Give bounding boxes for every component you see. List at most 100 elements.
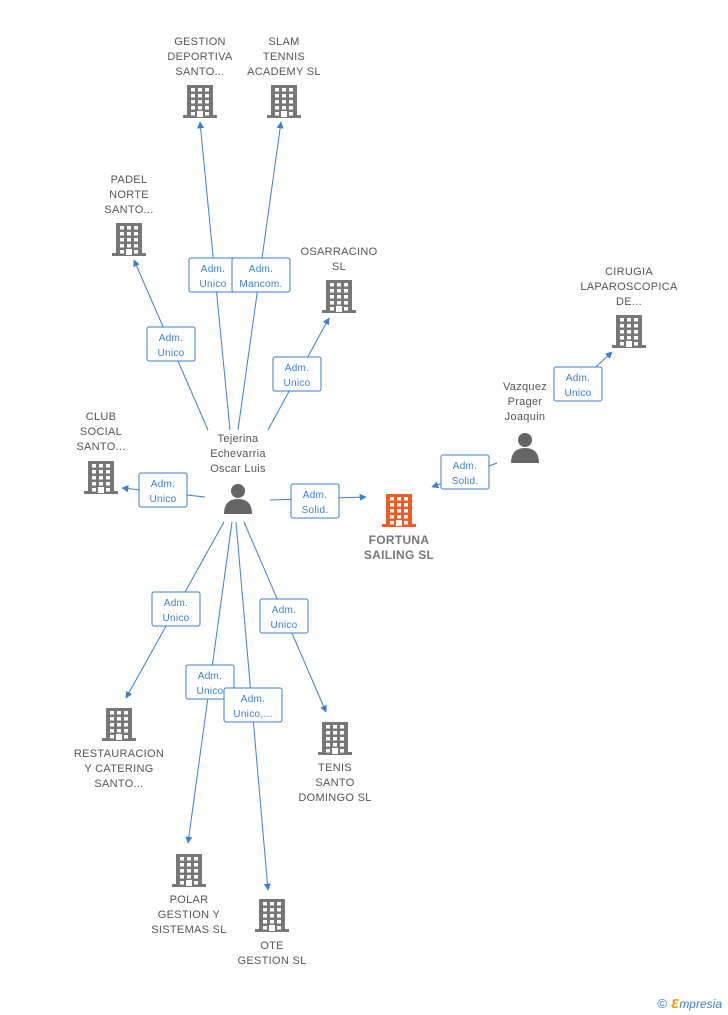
node-label: TENNIS: [263, 51, 305, 63]
node-label: Echevarria: [210, 448, 266, 460]
relation-label-tejerina-restauracion[interactable]: Adm. Unico: [151, 591, 201, 627]
relation-label-box: [138, 472, 188, 508]
node-slam_tennis[interactable]: SLAM TENNIS ACADEMY SL: [247, 36, 321, 118]
node-polar[interactable]: POLAR GESTION Y SISTEMAS SL: [151, 854, 226, 936]
node-label: Joaquin: [505, 411, 546, 423]
building-icon: [172, 854, 206, 887]
node-label: DOMINGO SL: [298, 792, 371, 804]
building-icon: [612, 315, 646, 348]
relation-label-tejerina-club_social[interactable]: Adm. Unico: [138, 472, 188, 508]
relation-label-text: Adm.: [566, 373, 591, 384]
node-label: SANTO...: [104, 204, 153, 216]
node-label: SAILING SL: [364, 548, 434, 562]
relation-label-text: Unico: [157, 348, 184, 359]
node-label: LAPAROSCOPICA: [580, 281, 678, 293]
relation-label-tejerina-osarracino[interactable]: Adm. Unico: [272, 356, 322, 392]
building-icon: [382, 494, 416, 527]
relation-label-vazquez-fortuna[interactable]: Adm.Solid.: [440, 454, 490, 490]
node-label: OSARRACINO: [301, 246, 378, 258]
node-gestion_deportiva[interactable]: GESTION DEPORTIVA SANTO...: [167, 36, 233, 118]
relation-label-text: Adm.: [201, 264, 226, 275]
building-icon: [102, 708, 136, 741]
relation-label-box: [146, 326, 196, 362]
relation-label-box: [259, 598, 309, 634]
node-label: Vazquez: [503, 381, 547, 393]
relation-label-tejerina-padel_norte[interactable]: Adm.Unico: [146, 326, 196, 362]
node-tenis[interactable]: TENIS SANTO DOMINGO SL: [298, 722, 371, 804]
relation-label-tejerina-ote[interactable]: Adm.Unico,...: [223, 687, 283, 723]
relation-label-tejerina-gestion_deportiva[interactable]: Adm. Unico: [188, 257, 238, 293]
node-cirugia[interactable]: CIRUGIALAPAROSCOPICADE...: [580, 266, 678, 348]
building-icon: [255, 899, 289, 932]
building-icon: [318, 722, 352, 755]
relation-label-text: Unico: [149, 494, 176, 505]
relation-label-text: Mancom.: [239, 279, 282, 290]
node-club_social[interactable]: CLUB SOCIAL SANTO...: [76, 411, 125, 494]
node-label: ACADEMY SL: [247, 66, 321, 78]
node-label: TENIS: [318, 762, 352, 774]
relation-label-box: [223, 687, 283, 723]
relation-label-text: Adm.: [303, 490, 328, 501]
node-label: DE...: [616, 296, 642, 308]
relation-label-text: Adm.: [151, 479, 176, 490]
relation-label-text: Solid.: [302, 505, 329, 516]
relation-label-text: Unico: [196, 686, 223, 697]
relation-label-box: [231, 257, 291, 293]
relation-label-text: Unico: [199, 279, 226, 290]
node-label: GESTION: [174, 36, 226, 48]
node-label: Y CATERING: [84, 763, 153, 775]
node-label: SL: [332, 261, 346, 273]
node-label: POLAR: [170, 894, 209, 906]
relation-label-text: Unico: [162, 613, 189, 624]
relation-label-text: Adm.: [164, 598, 189, 609]
relation-label-box: [151, 591, 201, 627]
building-icon: [267, 85, 301, 118]
relation-label-box: [290, 483, 340, 519]
relation-label-tejerina-fortuna[interactable]: Adm. Solid.: [290, 483, 340, 519]
relation-label-text: Adm.: [285, 363, 310, 374]
relation-label-box: [553, 366, 603, 402]
person-icon: [511, 433, 539, 463]
node-label: Oscar Luis: [210, 463, 266, 475]
node-osarracino[interactable]: OSARRACINO SL: [301, 246, 378, 313]
node-label: SISTEMAS SL: [151, 924, 226, 936]
relation-label-tejerina-slam_tennis[interactable]: Adm.Mancom.: [231, 257, 291, 293]
relation-label-text: Unico: [270, 620, 297, 631]
relation-label-tejerina-tenis[interactable]: Adm.Unico: [259, 598, 309, 634]
node-label: SLAM: [268, 36, 299, 48]
node-label: SANTO...: [175, 66, 224, 78]
node-label: Tejerina: [218, 433, 260, 445]
node-label: Prager: [508, 396, 543, 408]
building-icon: [84, 461, 118, 494]
brand-logo-letter: ℇ: [670, 997, 680, 1011]
node-label: RESTAURACION: [74, 748, 164, 760]
copyright-icon: ©: [657, 996, 667, 1011]
relation-label-box: [272, 356, 322, 392]
relation-label-text: Solid.: [452, 476, 479, 487]
relation-label-tejerina-polar[interactable]: Adm. Unico: [185, 664, 235, 700]
node-padel_norte[interactable]: PADEL NORTE SANTO...: [104, 174, 153, 256]
brand-footer: ©ℇmpresia: [657, 996, 722, 1011]
relation-label-vazquez-cirugia[interactable]: Adm.Unico: [553, 366, 603, 402]
relation-label-text: Adm.: [198, 671, 223, 682]
node-label: GESTION Y: [158, 909, 221, 921]
relation-label-box: [440, 454, 490, 490]
node-label: CLUB: [86, 411, 117, 423]
node-label: PADEL: [111, 174, 148, 186]
relation-label-text: Unico: [283, 378, 310, 389]
node-label: SOCIAL: [80, 426, 122, 438]
relation-label-text: Adm.: [241, 694, 266, 705]
node-label: OTE: [260, 940, 284, 952]
brand-name: mpresia: [679, 997, 722, 1011]
node-label: DEPORTIVA: [167, 51, 233, 63]
node-label: SANTO: [315, 777, 354, 789]
node-label: SANTO...: [76, 441, 125, 453]
node-label: SANTO...: [94, 778, 143, 790]
node-label: NORTE: [109, 189, 149, 201]
node-restauracion[interactable]: RESTAURACION Y CATERING SANTO...: [74, 708, 164, 790]
